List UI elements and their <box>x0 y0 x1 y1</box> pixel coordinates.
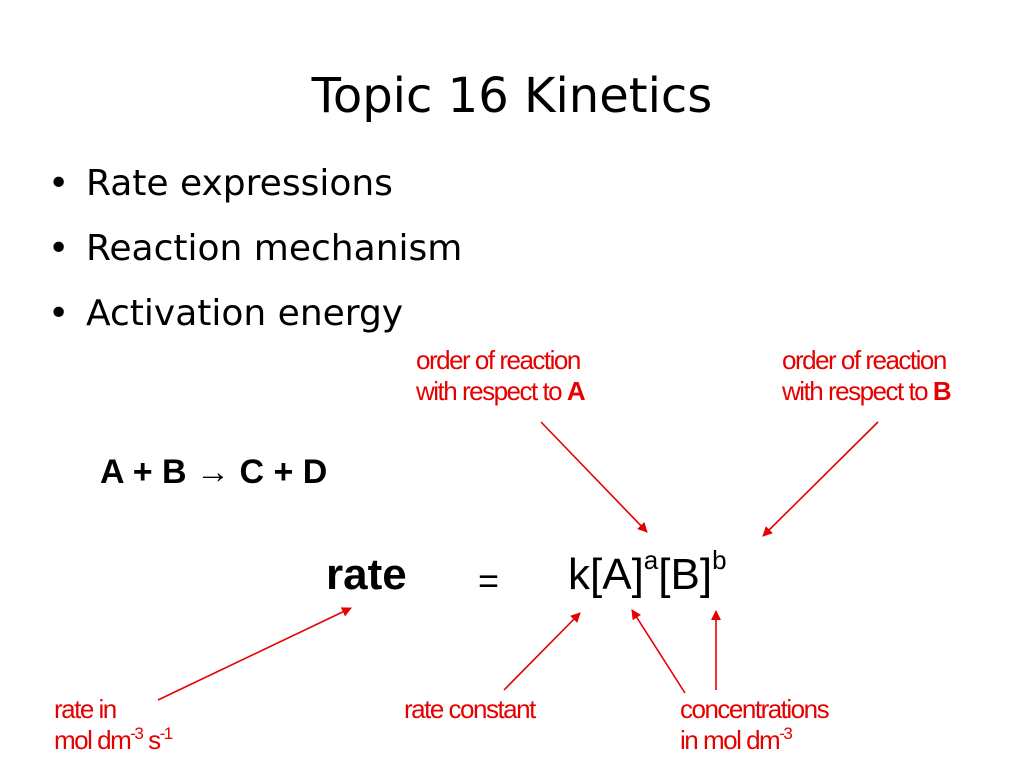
bullet-list: • Rate expressions • Reaction mechanism • A… <box>48 158 462 353</box>
order-a-line1: order of reaction <box>416 345 581 375</box>
order-b-line2: with respect to B <box>782 376 952 407</box>
bullet-dot: • <box>48 293 70 334</box>
rate-units-exponent: -3 <box>130 724 144 743</box>
reaction-equation: A + B → C + D <box>100 453 328 491</box>
rate-units-exponent: -1 <box>159 724 174 743</box>
concentration-a: [A] <box>590 550 644 599</box>
rate-term: rate <box>326 550 407 599</box>
bullet-dot: • <box>48 228 70 269</box>
rate-units-text: mol dm <box>54 725 132 755</box>
arrow-to-exponent-a <box>540 421 648 533</box>
order-a-annotation: order of reaction with respect to A <box>416 345 586 407</box>
concentrations-line1: concentrations <box>680 694 830 724</box>
order-b-exponent: b <box>712 545 727 575</box>
rate-units-seconds: s <box>142 725 161 755</box>
bullet-item: • Activation energy <box>48 288 462 353</box>
arrow-to-rate <box>157 607 352 701</box>
rate-constant-symbol: k <box>568 550 590 599</box>
order-b-text: with respect to <box>782 376 933 406</box>
order-b-species: B <box>932 376 952 406</box>
rate-constant-annotation: rate constant <box>404 694 536 724</box>
rate-units-line1: rate in <box>54 694 117 724</box>
rate-law-expression: k[A]a[B]b <box>568 545 727 605</box>
concentrations-annotation: concentrations in mol dm-3 <box>680 694 830 759</box>
order-b-line1: order of reaction <box>782 345 947 375</box>
order-a-species: A <box>566 376 586 406</box>
order-a-text: with respect to <box>416 376 567 406</box>
equals-sign: = <box>478 560 500 601</box>
order-b-annotation: order of reaction with respect to B <box>782 345 952 407</box>
order-a-line2: with respect to A <box>416 376 586 407</box>
arrow-to-concentration-a <box>631 609 686 694</box>
slide-title: Topic 16 Kinetics <box>311 68 713 124</box>
bullet-text: Reaction mechanism <box>86 228 463 269</box>
bullet-text: Rate expressions <box>86 163 393 204</box>
arrow-to-rate-constant <box>503 612 581 691</box>
concentrations-text: in mol dm <box>680 725 781 755</box>
concentrations-exponent: -3 <box>779 724 793 743</box>
concentration-b: [B] <box>658 550 713 599</box>
bullet-dot: • <box>48 163 70 204</box>
bullet-item: • Rate expressions <box>48 158 462 223</box>
rate-units-line2: mol dm-3 s-1 <box>54 724 174 759</box>
bullet-text: Activation energy <box>86 293 404 334</box>
bullet-item: • Reaction mechanism <box>48 223 462 288</box>
arrow-to-exponent-b <box>762 421 879 537</box>
order-a-exponent: a <box>643 545 659 575</box>
rate-units-annotation: rate in mol dm-3 s-1 <box>54 694 174 759</box>
concentrations-line2: in mol dm-3 <box>680 724 828 759</box>
